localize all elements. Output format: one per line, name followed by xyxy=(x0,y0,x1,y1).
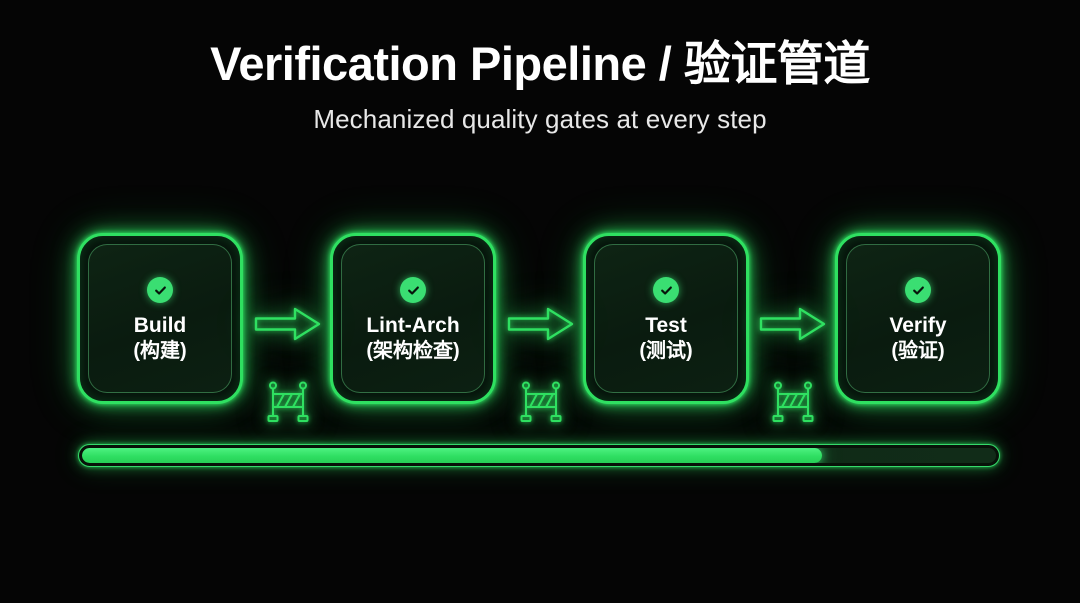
barrier-icon xyxy=(515,380,567,424)
progress-fill xyxy=(82,448,823,463)
stage-label-zh: (构建) xyxy=(133,340,187,363)
stage-inner-panel: Verify (验证) xyxy=(846,244,990,393)
pipeline-stage-verify[interactable]: Verify (验证) xyxy=(835,233,1001,404)
pipeline-stage-lint-arch[interactable]: Lint-Arch (架构检查) xyxy=(330,233,496,404)
arrow-right-icon xyxy=(507,307,574,341)
barrier-icon xyxy=(262,380,314,424)
check-circle-icon xyxy=(905,277,931,304)
pipeline-stage-test[interactable]: Test (测试) xyxy=(583,233,749,404)
check-circle-icon xyxy=(653,277,679,304)
stage-label-en: Test xyxy=(645,314,687,338)
pipeline-progress-bar[interactable] xyxy=(78,444,1000,467)
stage-inner-panel: Lint-Arch (架构检查) xyxy=(341,244,485,393)
stage-label-en: Build xyxy=(133,314,187,338)
page-subtitle: Mechanized quality gates at every step xyxy=(313,103,767,134)
arrow-right-icon xyxy=(759,307,826,341)
stage-inner-panel: Build (构建) xyxy=(88,244,232,393)
stage-label-zh: (验证) xyxy=(891,340,945,363)
barrier-icon xyxy=(767,380,819,424)
pipeline-stage-build[interactable]: Build (构建) xyxy=(77,233,243,404)
stage-label-zh: (测试) xyxy=(639,340,693,363)
page-title: Verification Pipeline / 验证管道 xyxy=(210,37,870,90)
check-circle-icon xyxy=(147,277,173,304)
check-circle-icon xyxy=(400,277,426,304)
stage-inner-panel: Test (测试) xyxy=(594,244,738,393)
progress-track xyxy=(82,448,996,463)
stage-label-en: Lint-Arch xyxy=(366,314,460,338)
header: Verification Pipeline / 验证管道 Mechanized … xyxy=(0,38,1080,135)
arrow-right-icon xyxy=(254,307,321,341)
stage-label-zh: (架构检查) xyxy=(366,340,460,363)
pipeline-diagram: Build (构建) Lint-Arch (架构检查) Test (测试) xyxy=(77,233,1001,422)
stage-label-en: Verify xyxy=(889,314,947,338)
